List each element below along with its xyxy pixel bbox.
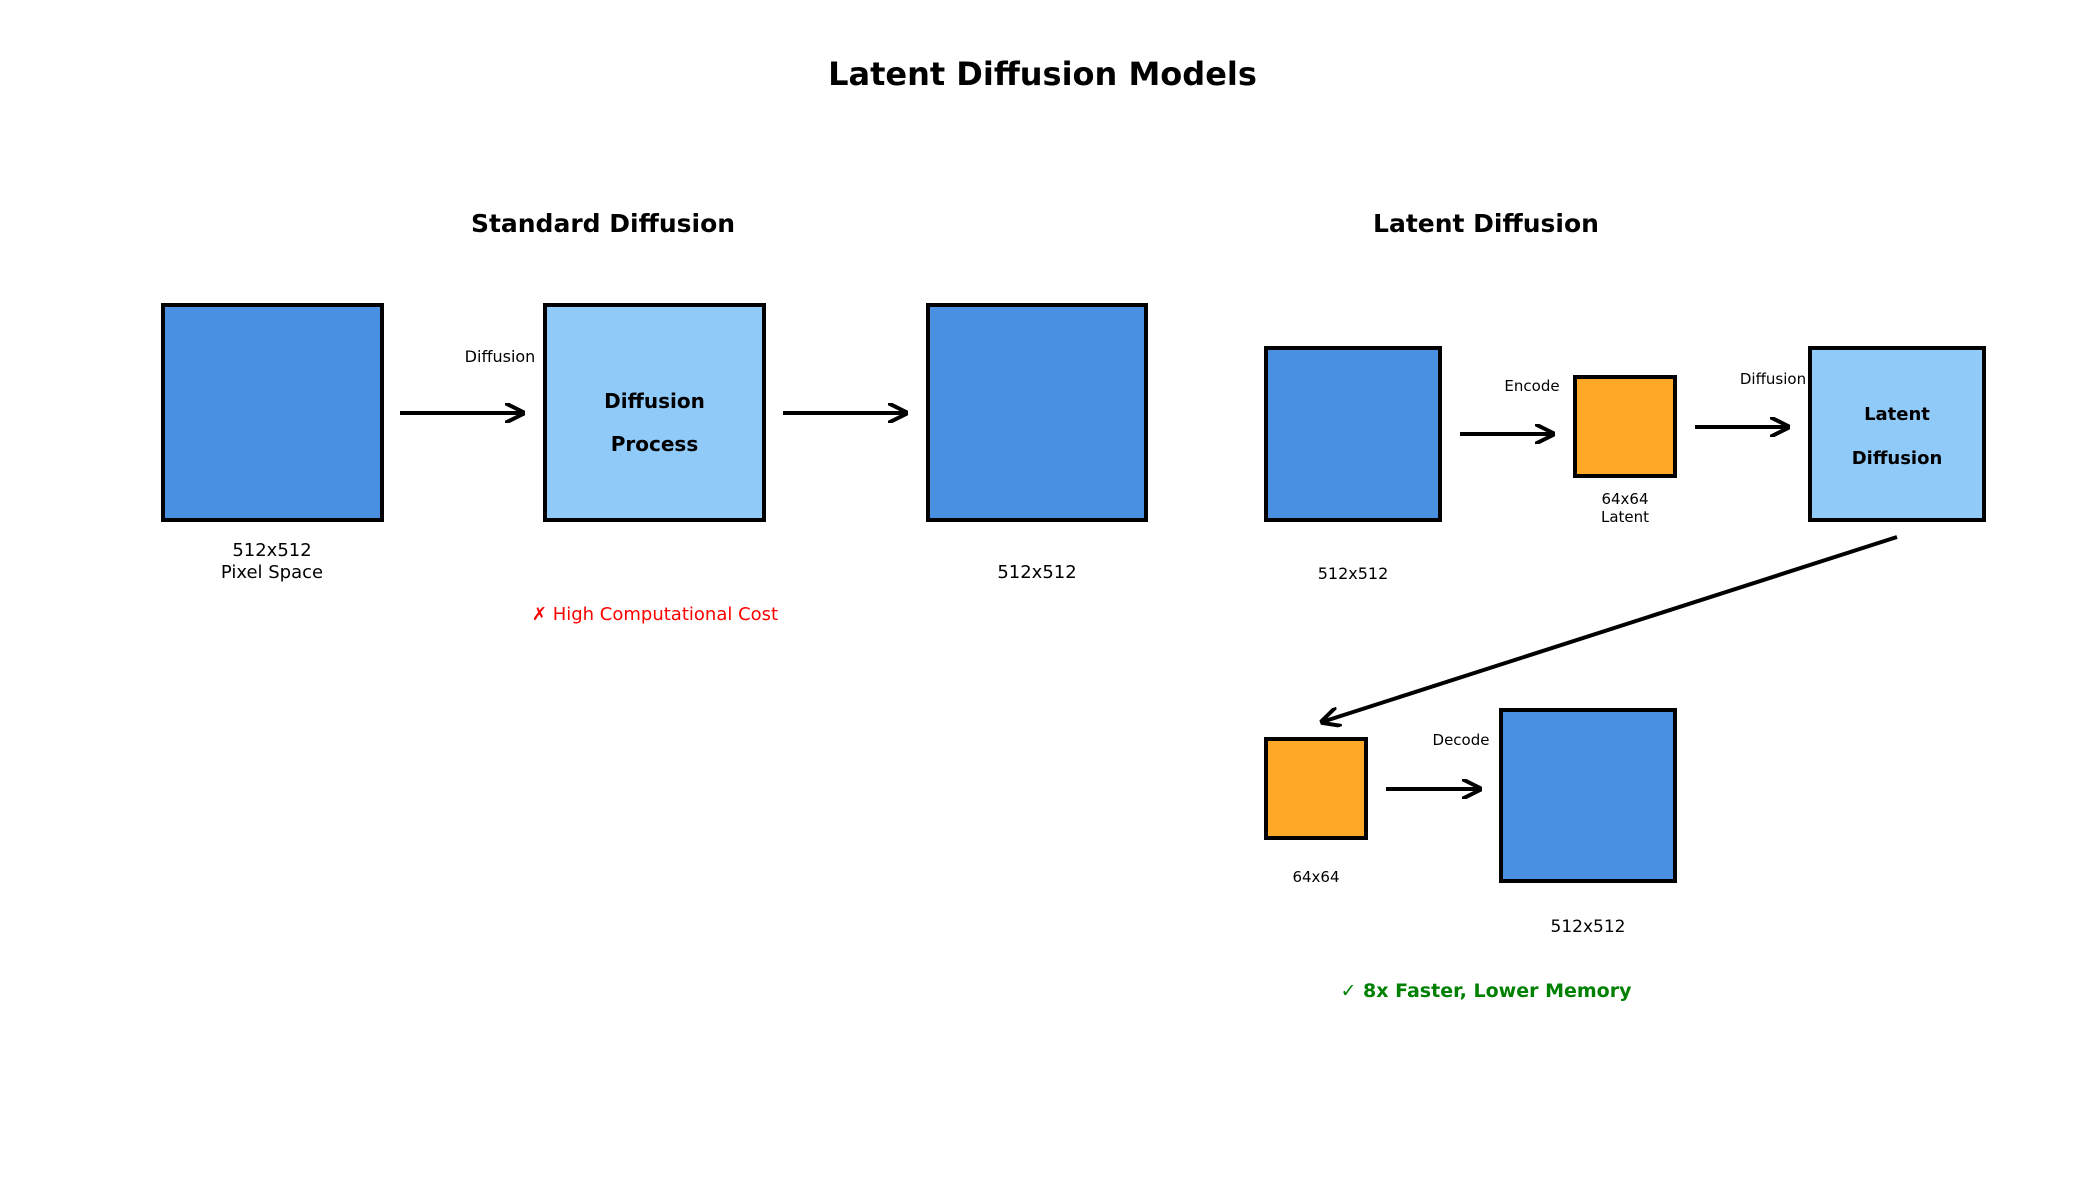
standard-diffusion-heading: Standard Diffusion: [470, 209, 736, 238]
high-cost-note: ✗ High Computational Cost: [531, 604, 779, 625]
diffusion-process-line1: Diffusion: [604, 389, 705, 413]
encoded-latent-size: 64x64: [1601, 490, 1649, 508]
standard-input-space: Pixel Space: [220, 561, 324, 583]
encoded-latent-label: 64x64 Latent: [1575, 490, 1675, 526]
standard-input-size: 512x512: [232, 540, 312, 561]
latent-diffusion-arrow-label: Diffusion: [1739, 370, 1807, 388]
latent-input-image-block: [1264, 346, 1442, 522]
output-latent-block: [1264, 737, 1368, 840]
standard-diffusion-arrow-label: Diffusion: [464, 347, 536, 366]
diagram-title: Latent Diffusion Models: [828, 55, 1257, 93]
decode-label: Decode: [1432, 731, 1490, 749]
encode-label: Encode: [1504, 377, 1560, 395]
arrow-diffusion-to-small-latent: [1322, 535, 1898, 722]
latent-diffusion-line2: Diffusion: [1851, 448, 1943, 469]
encoded-latent-block: [1573, 375, 1677, 478]
encoded-latent-caption: Latent: [1600, 508, 1650, 526]
latent-diffusion-block: Latent Diffusion: [1808, 346, 1986, 522]
output-latent-size-label: 64x64: [1292, 868, 1340, 886]
faster-benefit-note: ✓ 8x Faster, Lower Memory: [1340, 980, 1632, 1002]
latent-diffusion-heading: Latent Diffusion: [1373, 209, 1599, 238]
latent-diffusion-line1: Latent: [1864, 404, 1930, 425]
standard-output-image-block: [926, 303, 1148, 522]
standard-input-image-block: [161, 303, 384, 522]
decoded-output-image-block: [1499, 708, 1677, 883]
decoded-output-size-label: 512x512: [1550, 917, 1626, 937]
diffusion-process-block: Diffusion Process: [543, 303, 766, 522]
standard-output-size-label: 512x512: [997, 562, 1077, 583]
standard-input-size-label: 512x512 Pixel Space: [172, 540, 372, 583]
latent-input-size-label: 512x512: [1317, 564, 1389, 583]
diffusion-process-line2: Process: [610, 432, 699, 456]
